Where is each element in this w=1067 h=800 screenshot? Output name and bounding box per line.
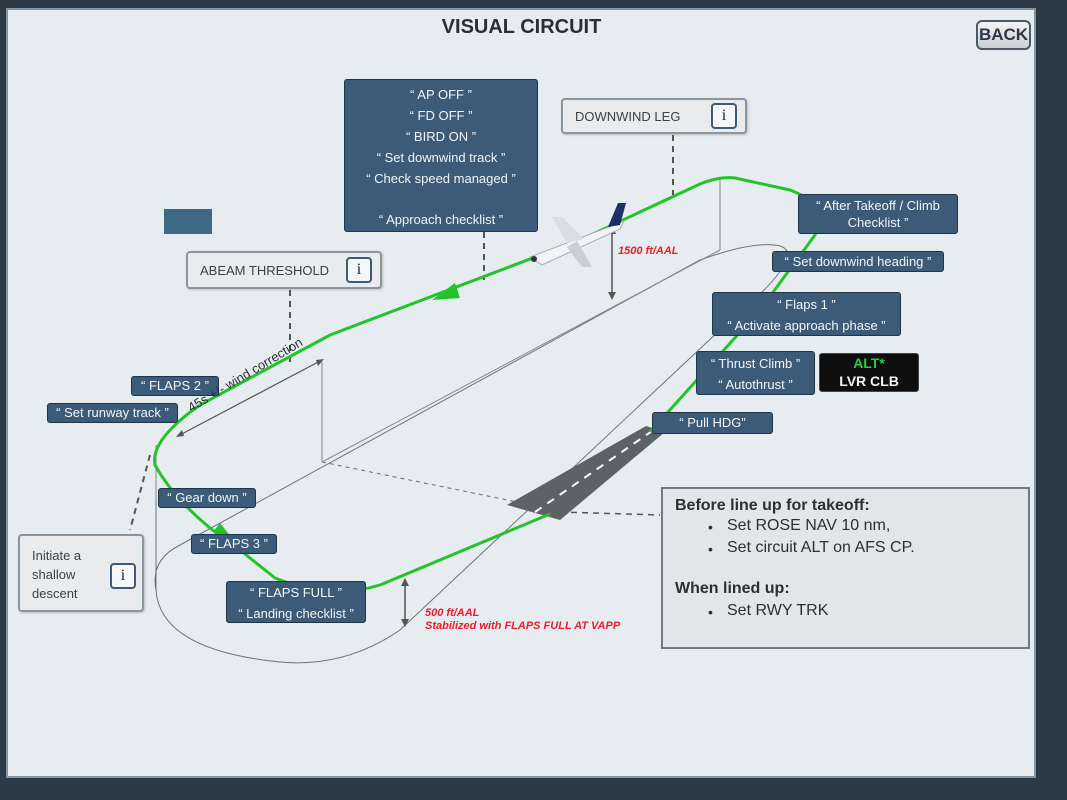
info-item-rwy-trk: Set RWY TRK	[727, 602, 829, 619]
bullet: •	[708, 519, 713, 535]
initiate-descent-box: Initiate a shallow descent i	[18, 534, 144, 612]
takeoff-info-panel: Before line up for takeoff: • Set ROSE N…	[661, 487, 1030, 649]
set-runway-track-box: “ Set runway track ”	[47, 403, 178, 423]
callout-thrust-climb: “ Thrust Climb ”	[710, 356, 801, 371]
guide-line	[559, 511, 661, 516]
after-takeoff-box: “ After Takeoff / Climb Checklist ”	[798, 194, 958, 234]
fma-thrust: LVR CLB	[839, 373, 899, 389]
fma-display: ALT* LVR CLB	[819, 353, 919, 392]
callout-after-takeoff: “ After Takeoff / Climb	[816, 198, 940, 213]
downwind-leg-label: DOWNWIND LEG	[575, 109, 681, 124]
thrust-climb-box: “ Thrust Climb ” “ Autothrust ”	[696, 351, 815, 395]
aircraft-icon	[528, 203, 626, 267]
bullet: •	[708, 541, 713, 557]
abeam-threshold-box: ABEAM THRESHOLD i	[186, 251, 382, 289]
approach-callout-box: “ AP OFF ” “ FD OFF ” “ BIRD ON ” “ Set …	[344, 79, 538, 232]
stabilized-note: Stabilized with FLAPS FULL AT VAPP	[425, 620, 621, 632]
runway	[507, 426, 665, 520]
gear-down-box: “ Gear down ”	[158, 488, 256, 508]
callout-fd-off: “ FD OFF ”	[409, 108, 473, 123]
set-downwind-heading-box: “ Set downwind heading ”	[772, 251, 944, 272]
pull-hdg-box: “ Pull HDG”	[652, 412, 773, 434]
altitude-500-label: 500 ft/AAL	[425, 607, 480, 619]
callout-check-speed: “ Check speed managed ”	[366, 171, 516, 186]
info-heading-lined-up: When lined up:	[675, 580, 790, 597]
callout-activate-approach: “ Activate approach phase ”	[727, 318, 886, 333]
callout-flaps1: “ Flaps 1 ”	[777, 297, 836, 312]
downwind-leg-box: DOWNWIND LEG i	[561, 98, 747, 134]
flaps1-box: “ Flaps 1 ” “ Activate approach phase ”	[712, 292, 901, 336]
callout-approach-checklist: “ Approach checklist ”	[378, 212, 504, 227]
wind-arrow	[177, 359, 323, 437]
bullet: •	[708, 604, 713, 620]
flaps2-box: “ FLAPS 2 ”	[131, 376, 219, 396]
runway-centerline	[534, 428, 656, 513]
initiate-descent-line: shallow	[32, 567, 76, 582]
initiate-descent-line: descent	[32, 586, 78, 601]
page-title: VISUAL CIRCUIT	[441, 16, 602, 38]
callout-ap-off: “ AP OFF ”	[410, 87, 472, 102]
descent-info-button[interactable]: i	[110, 563, 136, 589]
leader-line	[129, 454, 151, 531]
info-heading-before-lineup: Before line up for takeoff:	[675, 497, 870, 514]
path-arrow	[432, 283, 460, 300]
flaps-full-box: “ FLAPS FULL ” “ Landing checklist ”	[226, 581, 366, 623]
info-item-circuit-alt: Set circuit ALT on AFS CP.	[727, 539, 915, 556]
callout-landing-checklist: “ Landing checklist ”	[238, 606, 354, 621]
initiate-descent-line: Initiate a	[32, 548, 82, 563]
color-marker	[164, 209, 212, 234]
fma-alt: ALT*	[853, 355, 885, 371]
guide-line	[321, 249, 721, 463]
back-button[interactable]: BACK	[976, 20, 1031, 50]
callout-climb-checklist: Checklist ”	[847, 215, 909, 230]
callout-autothrust: “ Autothrust ”	[718, 377, 793, 392]
callout-flaps-full: “ FLAPS FULL ”	[250, 585, 342, 600]
flaps3-box: “ FLAPS 3 ”	[191, 534, 277, 554]
altitude-1500-label: 1500 ft/AAL	[618, 245, 679, 257]
abeam-info-button[interactable]: i	[346, 257, 372, 283]
callout-bird-on: “ BIRD ON ”	[405, 129, 477, 144]
abeam-threshold-label: ABEAM THRESHOLD	[200, 263, 330, 278]
callout-set-downwind-track: “ Set downwind track ”	[376, 150, 506, 165]
info-item-rose-nav: Set ROSE NAV 10 nm,	[727, 517, 891, 534]
downwind-info-button[interactable]: i	[711, 103, 737, 129]
